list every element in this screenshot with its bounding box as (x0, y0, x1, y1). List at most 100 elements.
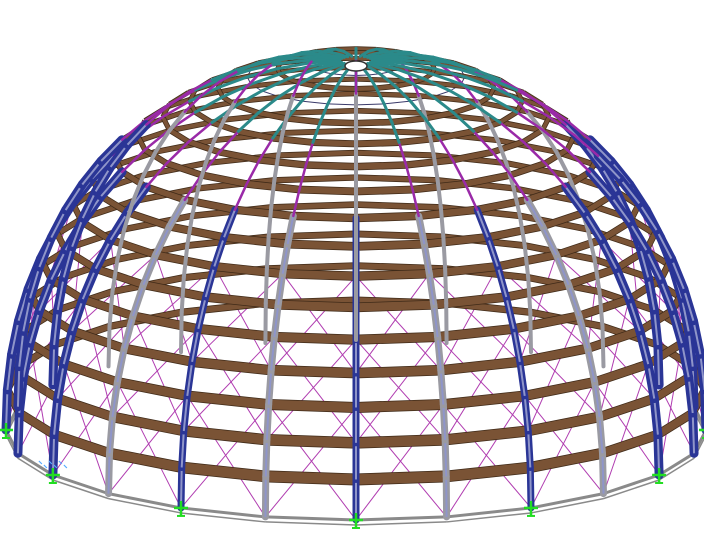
rib-segment (183, 94, 203, 114)
rib-segment (179, 310, 184, 355)
support-icon (524, 500, 538, 517)
purlin-segment (216, 87, 224, 98)
rib-highlight (598, 416, 604, 454)
base-edge-segment (355, 521, 447, 526)
purlin-segment (271, 365, 357, 378)
purlin-segment (299, 186, 357, 195)
bracing-line (594, 381, 660, 476)
rib-segment (487, 95, 519, 114)
rib-segment (212, 117, 227, 143)
rib-segment (585, 227, 597, 262)
purlin-segment (442, 391, 526, 410)
rib-segment (122, 199, 135, 232)
rib-segment (498, 121, 525, 144)
rib-highlight (123, 315, 134, 349)
purlin-segment (355, 269, 430, 281)
rib-segment (193, 95, 225, 114)
purlin-segment (598, 394, 656, 421)
rib-segment (245, 72, 261, 88)
rib-segment (245, 158, 261, 186)
rib-segment (544, 105, 567, 126)
rib-highlight (6, 354, 13, 390)
purlin-segment (526, 184, 567, 203)
purlin-segment (355, 186, 413, 195)
purlin-segment (282, 269, 357, 281)
purlin-segment (440, 357, 521, 375)
rib-highlight (56, 363, 65, 399)
rib-highlight (583, 211, 603, 241)
bracing-line (355, 336, 439, 444)
purlin-segment (355, 128, 430, 136)
purlin-segment (487, 223, 544, 241)
purlin-segment (405, 157, 453, 168)
purlin-segment (376, 84, 396, 91)
rib-segment (218, 130, 240, 154)
rib-highlight (81, 268, 97, 300)
rib-segment (472, 130, 494, 154)
rib-segment (522, 243, 531, 280)
rib-segment (459, 82, 491, 99)
rib-highlight (564, 186, 586, 214)
rib-segment (342, 49, 354, 58)
load-mark (53, 464, 58, 469)
bracing-line (270, 275, 357, 371)
rib-segment (256, 55, 281, 65)
rib-segment (541, 102, 569, 122)
rib-segment (517, 213, 527, 248)
rib-segment (286, 55, 317, 61)
rib-highlight (277, 273, 284, 305)
bracing-line (578, 315, 655, 399)
purlin-segment (109, 236, 157, 258)
purlin-segment (235, 103, 260, 115)
base-edge-segment (446, 512, 532, 523)
rib-segment (443, 266, 449, 306)
rib-segment (292, 188, 301, 218)
rib-segment (269, 178, 277, 210)
purlin-segment (355, 240, 425, 251)
purlin-segment (111, 412, 185, 436)
rib-segment (161, 99, 191, 119)
rib-highlight (186, 361, 194, 396)
rib-segment (143, 128, 171, 152)
rib-highlight (436, 336, 442, 371)
rib-segment (515, 110, 544, 132)
base-edge-segment (658, 457, 695, 481)
rib-highlight (670, 258, 685, 290)
purlin-segment (200, 172, 248, 187)
rib-segment (422, 77, 452, 93)
purlin-segment (646, 340, 684, 368)
load-mark (43, 464, 48, 469)
rib-highlight (687, 331, 694, 367)
rib-segment (330, 51, 350, 59)
bracing-line (437, 336, 529, 432)
rib-highlight (126, 123, 148, 146)
base-edge-segment (265, 515, 357, 522)
purlin-segment (188, 100, 197, 113)
rib-highlight (578, 315, 589, 349)
rib-segment (498, 78, 525, 94)
rib-segment (528, 310, 533, 355)
purlin-segment (355, 231, 444, 240)
purlin-segment (126, 209, 171, 230)
rib-highlight (653, 398, 659, 435)
rib-highlight (423, 243, 431, 274)
support-icon (699, 428, 704, 439)
rib-segment (286, 67, 317, 81)
rib-highlight (476, 209, 489, 238)
purlin-segment (512, 312, 580, 333)
rib-segment (275, 61, 310, 71)
rib-segment (491, 150, 512, 177)
rib-segment (485, 117, 500, 143)
rib-segment (258, 62, 275, 76)
rib-highlight (653, 309, 659, 346)
rib-highlight (555, 254, 570, 286)
purlin-segment (488, 87, 496, 98)
base-edge-segment (530, 492, 604, 510)
purlin-segment (194, 110, 214, 125)
rib-highlight (62, 330, 74, 365)
rib-segment (495, 138, 509, 166)
ring-line (384, 100, 411, 105)
purlin-segment (168, 223, 225, 241)
rib-segment (311, 51, 322, 62)
rib-segment (153, 128, 172, 154)
